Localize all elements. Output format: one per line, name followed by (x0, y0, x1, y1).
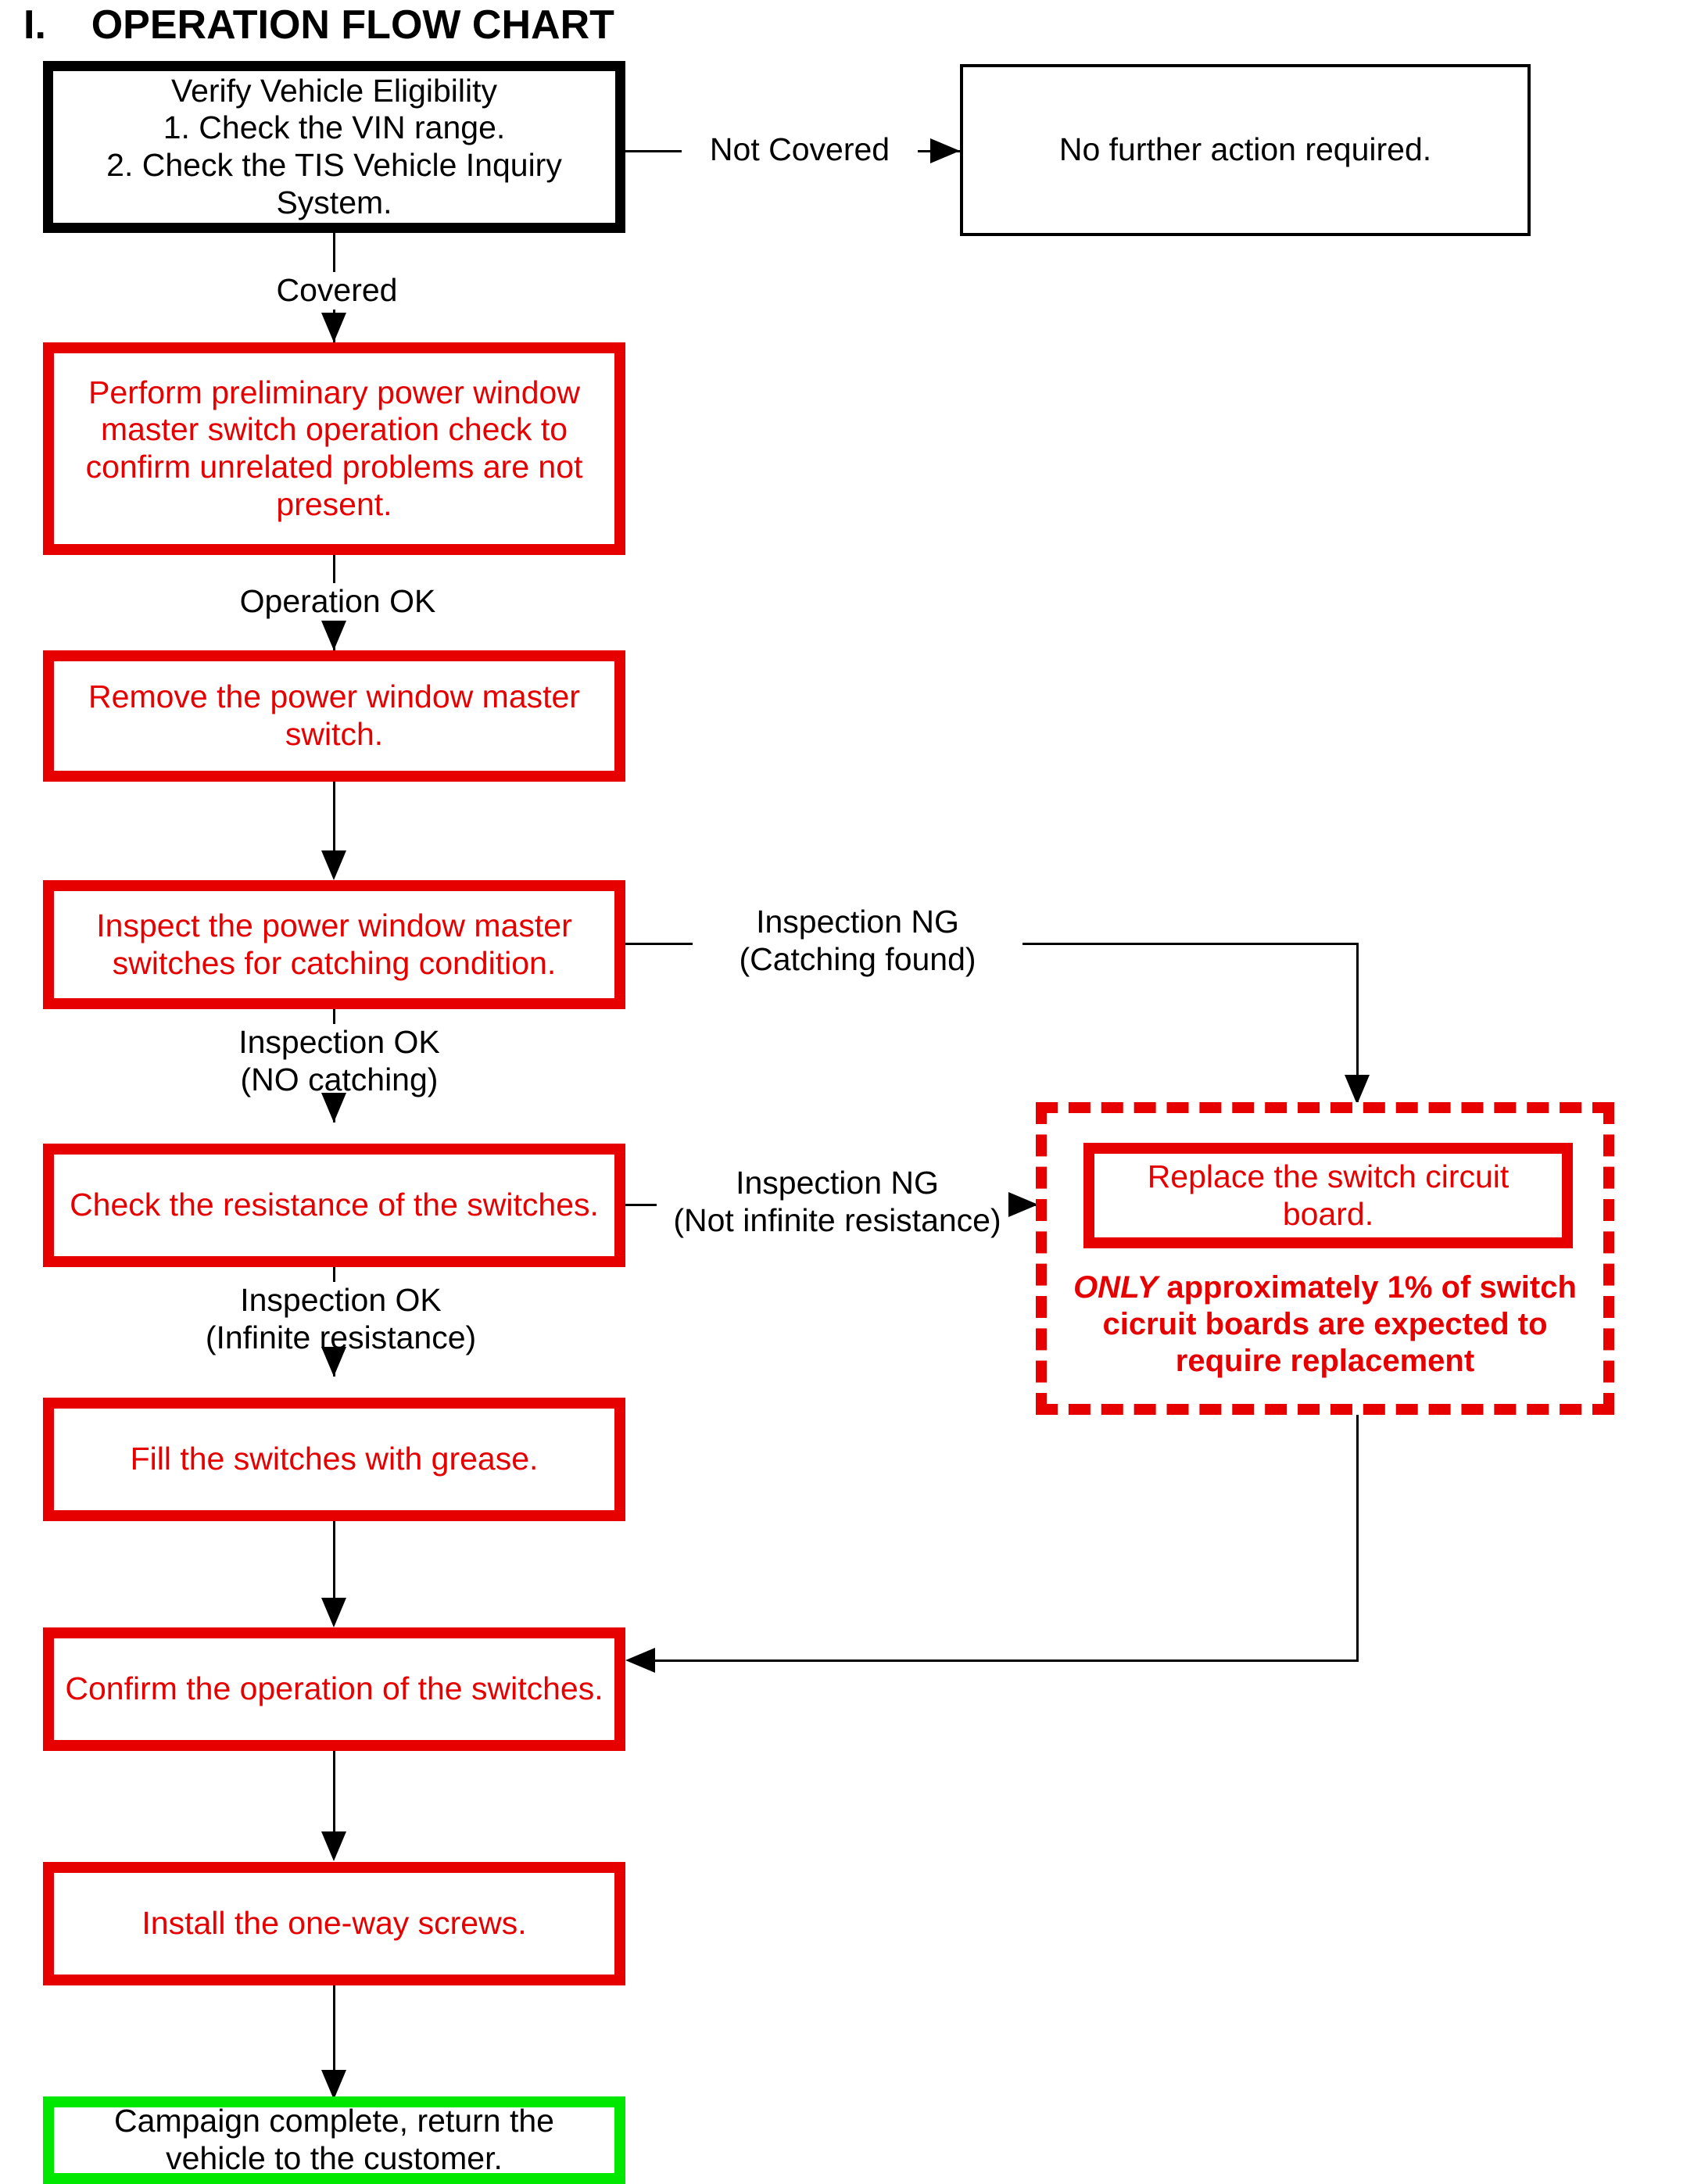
node-no-further-action[interactable]: No further action required. (960, 64, 1531, 236)
edge-replace-to-confirm-line-v (1356, 1415, 1359, 1661)
callout-replace-note: ONLY approximately 1% of switch cicruit … (1047, 1269, 1603, 1380)
edge-confirm-to-install-line (333, 1751, 335, 1841)
node-verify-vehicle-eligibility[interactable]: Verify Vehicle Eligibility 1. Check the … (43, 61, 625, 233)
node-inspect-catching-condition-label: Inspect the power window master switches… (96, 907, 572, 981)
edge-remove-to-inspect-line (333, 782, 335, 860)
edge-confirm-to-install-arrowhead (321, 1831, 346, 1861)
edge-grease-to-confirm-arrowhead (321, 1598, 346, 1627)
node-campaign-complete[interactable]: Campaign complete, return the vehicle to… (43, 2096, 625, 2184)
edge-remove-to-inspect-arrowhead (321, 850, 346, 880)
edge-label-not-covered: Not Covered (682, 131, 918, 169)
node-confirm-operation[interactable]: Confirm the operation of the switches. (43, 1627, 625, 1751)
edge-install-to-complete-line (333, 1985, 335, 2079)
edge-covered-arrowhead (321, 313, 346, 342)
edge-label-inspection-ok-no-catching: Inspection OK (NO catching) (210, 1024, 469, 1099)
edge-not-covered-arrowhead (930, 138, 960, 163)
node-remove-master-switch-label: Remove the power window master switch. (88, 678, 580, 752)
edge-operation-ok-arrowhead (321, 621, 346, 650)
node-fill-switches-grease-label: Fill the switches with grease. (130, 1441, 539, 1477)
page-title-number: I. (23, 2, 46, 48)
page-title: I. OPERATION FLOW CHART (23, 2, 614, 48)
edge-inspection-ok-no-catching-arrowhead (321, 1093, 346, 1122)
edge-replace-to-confirm-arrowhead (625, 1648, 655, 1673)
edge-grease-to-confirm-line (333, 1521, 335, 1607)
node-campaign-complete-label: Campaign complete, return the vehicle to… (114, 2103, 554, 2176)
edge-label-operation-ok: Operation OK (219, 583, 457, 621)
node-remove-master-switch[interactable]: Remove the power window master switch. (43, 650, 625, 782)
callout-replace-note-emphasis: ONLY (1073, 1270, 1159, 1305)
edge-label-inspection-ng-catching: Inspection NG (Catching found) (693, 904, 1022, 979)
callout-replace-board-container: Replace the switch circuit board. ONLY a… (1036, 1102, 1614, 1415)
node-install-one-way-screws[interactable]: Install the one-way screws. (43, 1862, 625, 1985)
node-confirm-operation-label: Confirm the operation of the switches. (65, 1670, 603, 1707)
callout-replace-note-text: approximately 1% of switch cicruit board… (1102, 1270, 1577, 1379)
node-install-one-way-screws-label: Install the one-way screws. (141, 1905, 527, 1942)
edge-inspection-ng-catching-line-v (1356, 943, 1359, 1103)
edge-label-inspection-ok-infinite: Inspection OK (Infinite resistance) (195, 1282, 486, 1357)
node-replace-switch-circuit-board[interactable]: Replace the switch circuit board. (1083, 1143, 1573, 1248)
edge-label-inspection-ng-resistance: Inspection NG (Not infinite resistance) (657, 1165, 1018, 1240)
edge-inspection-ng-catching-arrowhead (1345, 1075, 1370, 1105)
node-preliminary-operation-check-label: Perform preliminary power window master … (85, 374, 583, 522)
edge-label-covered: Covered (235, 272, 439, 310)
edge-inspection-ok-infinite-arrowhead (321, 1347, 346, 1377)
node-inspect-catching-condition[interactable]: Inspect the power window master switches… (43, 880, 625, 1009)
node-check-resistance[interactable]: Check the resistance of the switches. (43, 1144, 625, 1267)
node-preliminary-operation-check[interactable]: Perform preliminary power window master … (43, 342, 625, 555)
node-verify-vehicle-eligibility-label: Verify Vehicle Eligibility 1. Check the … (106, 72, 562, 220)
node-replace-switch-circuit-board-label: Replace the switch circuit board. (1147, 1158, 1510, 1232)
node-fill-switches-grease[interactable]: Fill the switches with grease. (43, 1398, 625, 1521)
edge-inspection-ng-resistance-arrowhead (1008, 1192, 1038, 1217)
edge-install-to-complete-arrowhead (321, 2070, 346, 2100)
node-check-resistance-label: Check the resistance of the switches. (70, 1187, 599, 1223)
edge-replace-to-confirm-line-h (655, 1659, 1359, 1662)
node-no-further-action-label: No further action required. (1058, 131, 1432, 168)
page-title-text: OPERATION FLOW CHART (91, 2, 614, 48)
